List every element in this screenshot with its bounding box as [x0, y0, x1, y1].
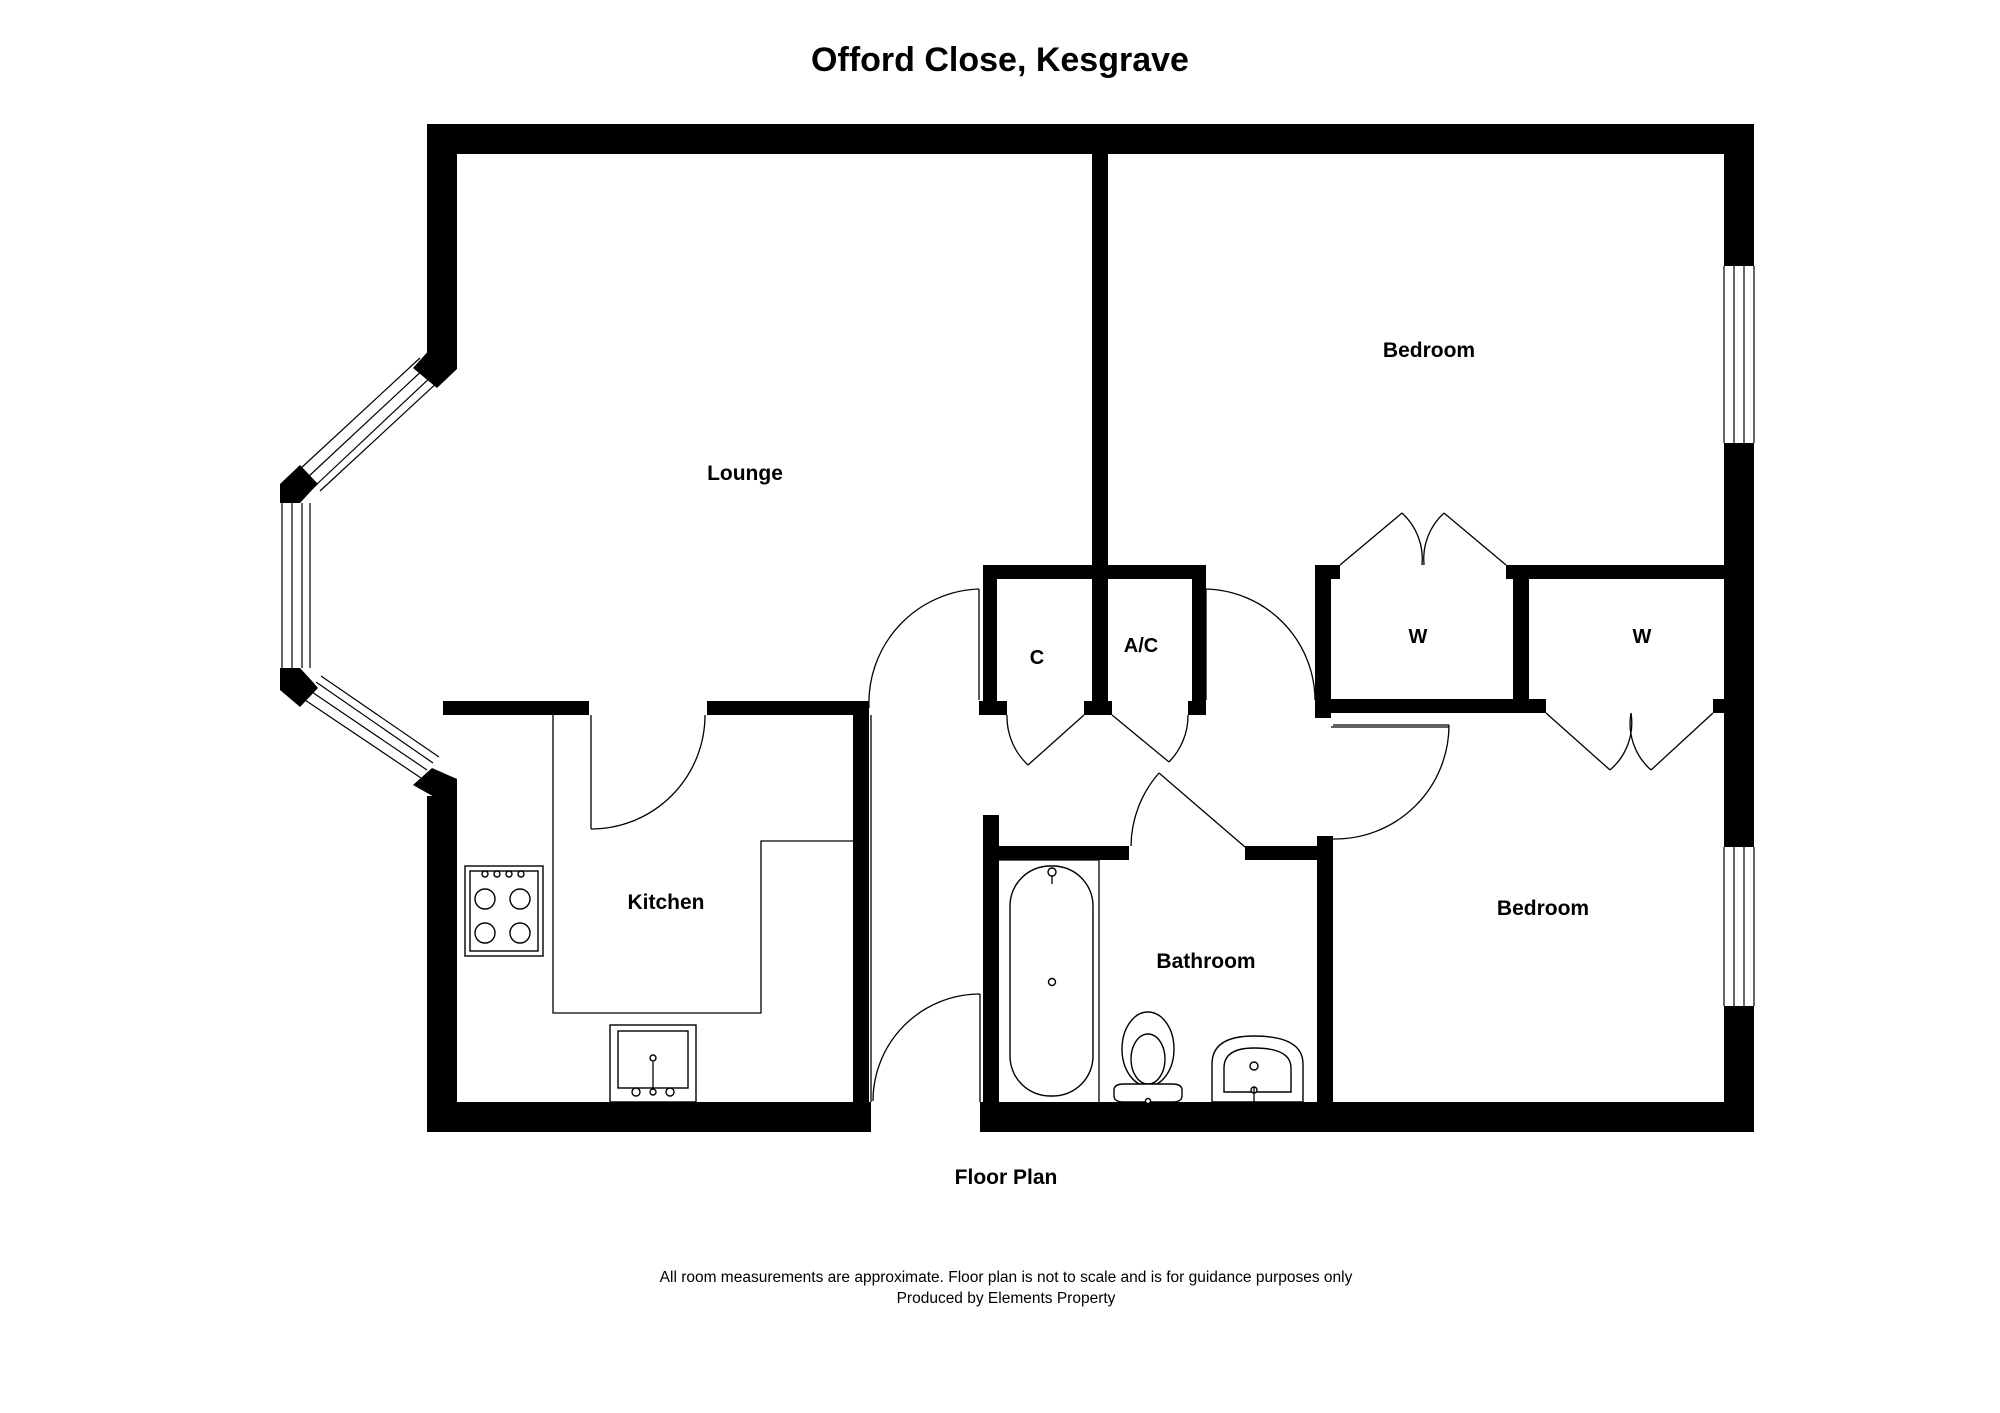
- bathroom-fittings: [999, 859, 1304, 1105]
- room-label-bedroom-1: Bedroom: [1383, 339, 1475, 362]
- disclaimer-text: All room measurements are approximate. F…: [660, 1269, 1353, 1286]
- toilet-icon: [1113, 1011, 1183, 1105]
- room-label-bedroom-2: Bedroom: [1497, 897, 1589, 920]
- page-title: Offord Close, Kesgrave: [811, 41, 1189, 79]
- room-label-wardrobe-2: W: [1633, 626, 1652, 648]
- room-label-bathroom: Bathroom: [1156, 950, 1255, 973]
- room-label-lounge: Lounge: [707, 462, 783, 485]
- windows: [281, 266, 1755, 1006]
- bath-icon: [999, 859, 1100, 1102]
- internal-walls: [443, 124, 1754, 1132]
- producer-credit: Produced by Elements Property: [897, 1290, 1116, 1307]
- room-labels: Lounge Bedroom Kitchen Bathroom Bedroom …: [627, 339, 1651, 973]
- room-label-wardrobe-1: W: [1409, 626, 1428, 648]
- door-swings: [590, 512, 1714, 1102]
- room-label-airing-cupboard: A/C: [1124, 635, 1158, 657]
- outer-walls: [280, 124, 1754, 1132]
- hob-icon: [464, 865, 544, 957]
- kitchen-fittings: [464, 715, 853, 1103]
- kitchen-sink-icon: [609, 1024, 697, 1103]
- room-label-cupboard: C: [1030, 647, 1044, 669]
- floor-plan-caption: Floor Plan: [955, 1166, 1058, 1189]
- basin-icon: [1211, 1035, 1304, 1103]
- room-label-kitchen: Kitchen: [627, 891, 704, 914]
